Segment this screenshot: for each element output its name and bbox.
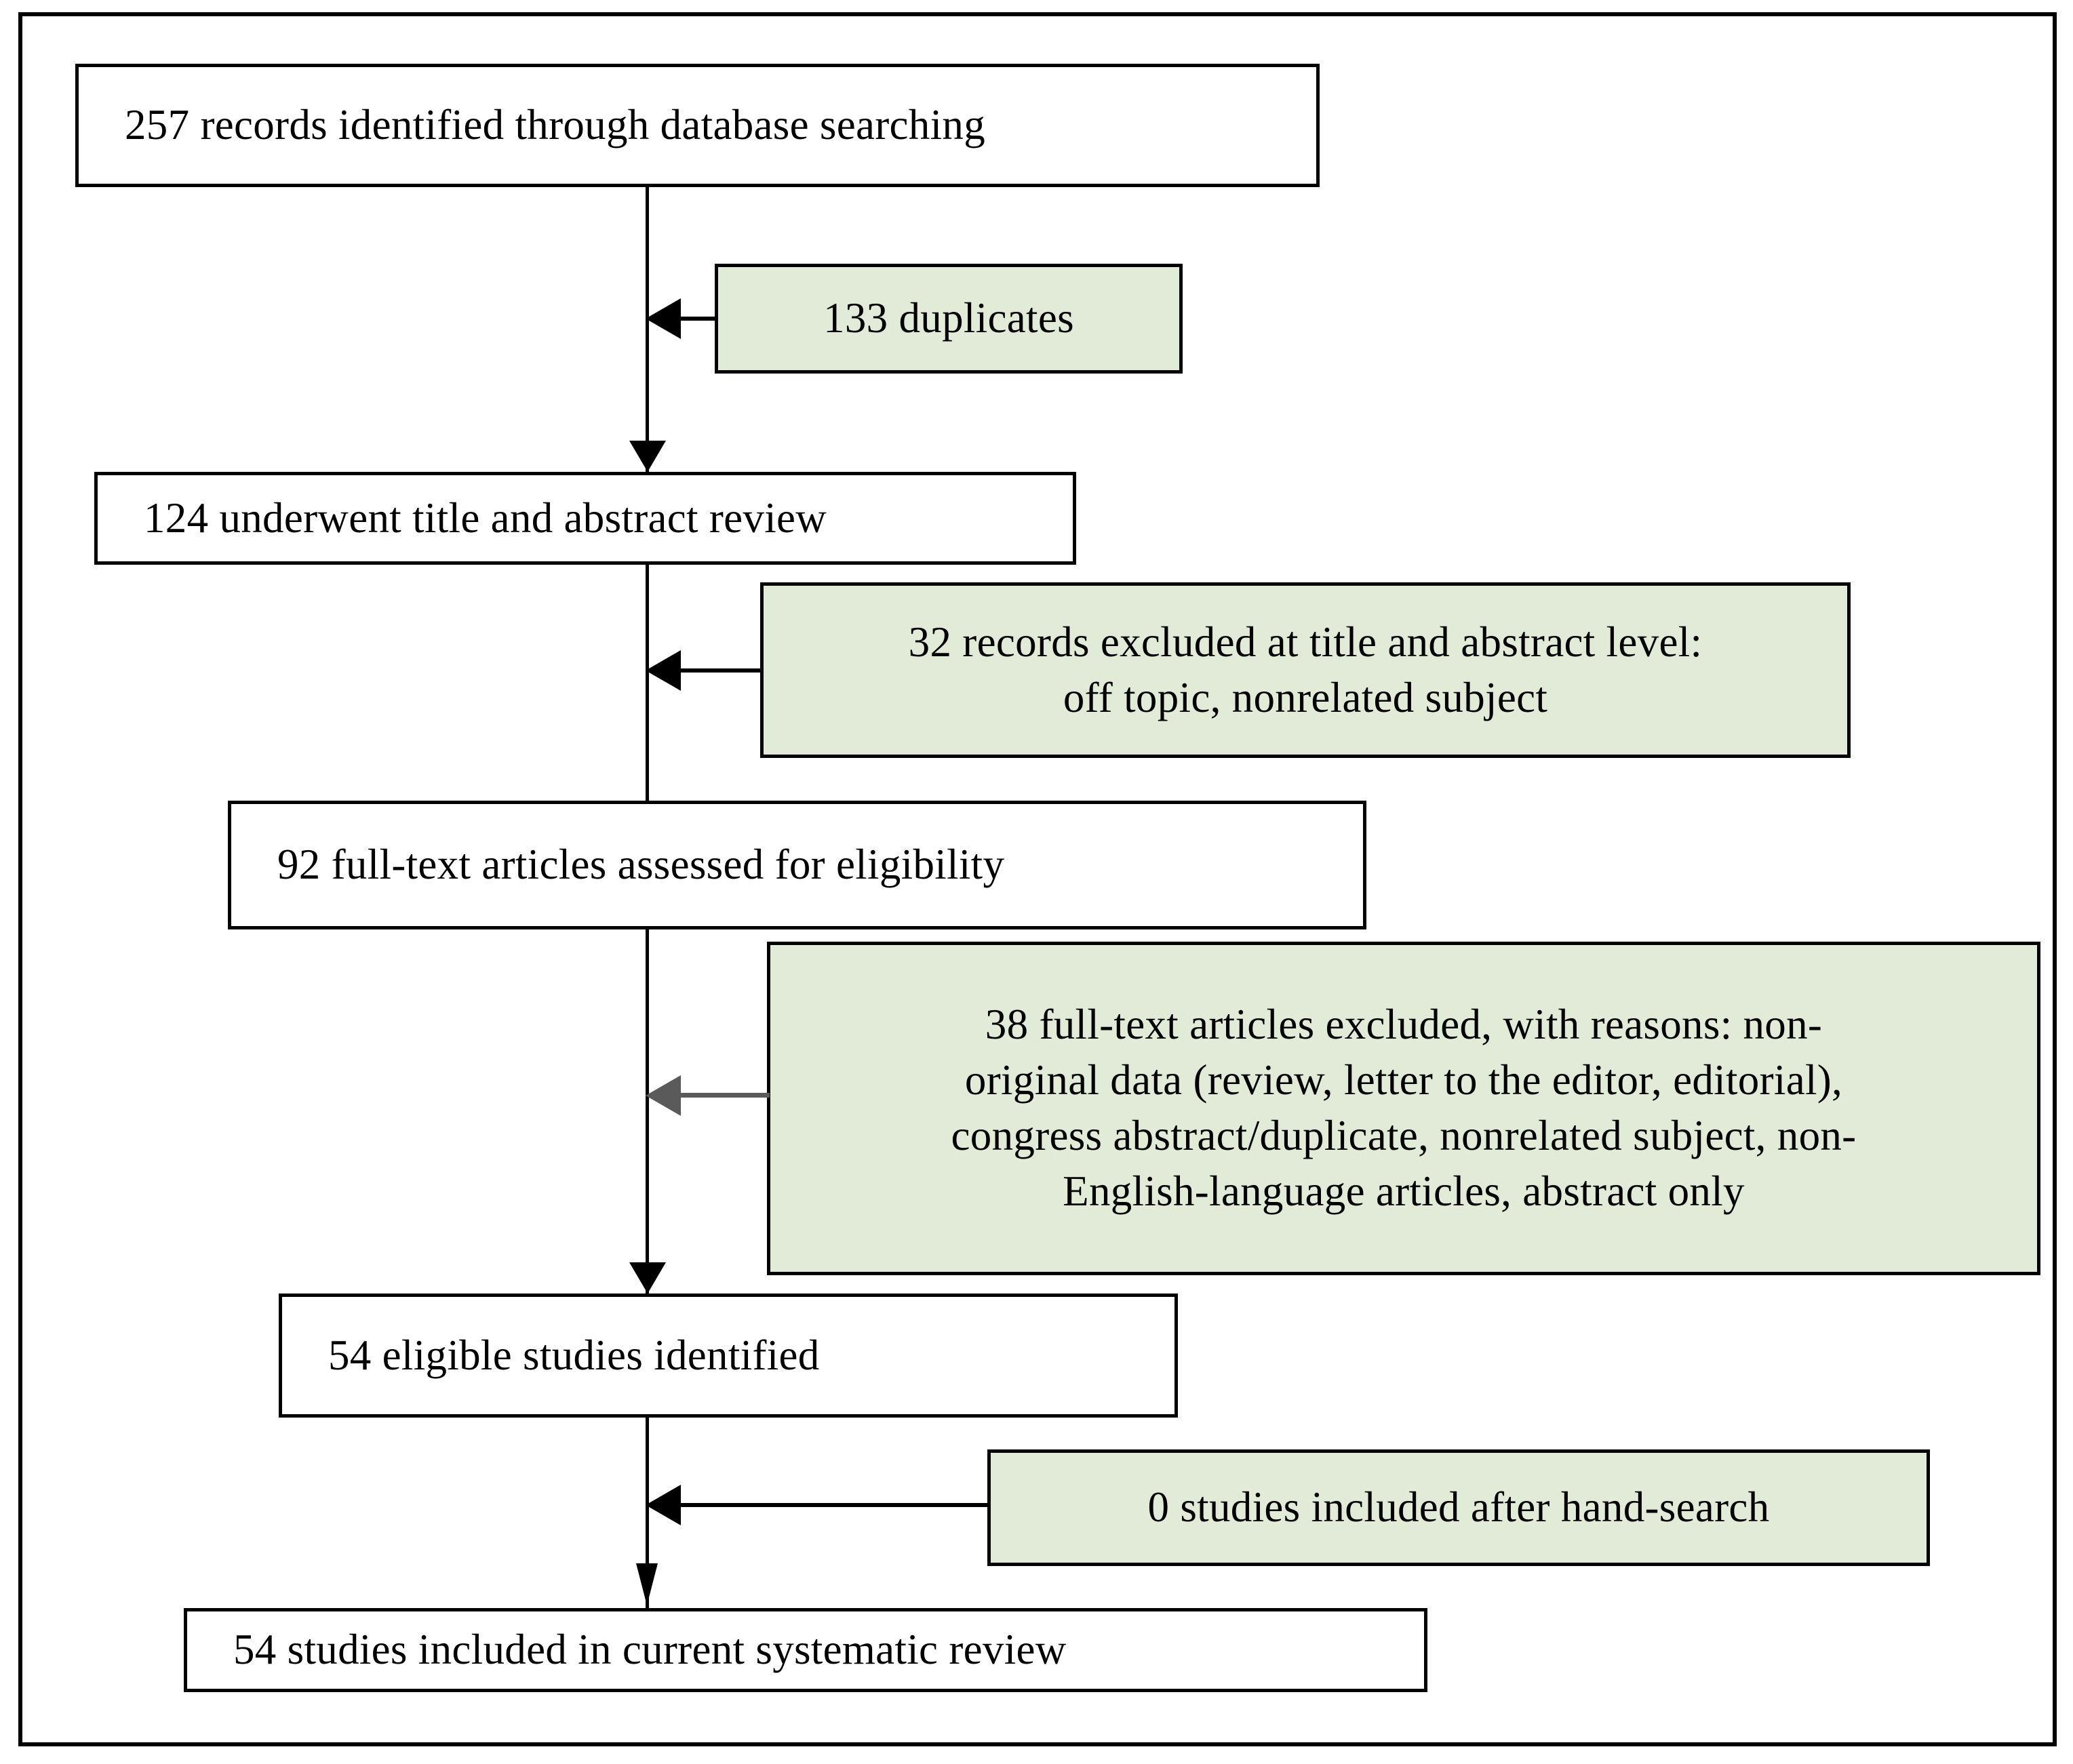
node-fulltext-assessed: 92 full-text articles assessed for eligi…	[228, 801, 1366, 929]
node-hand-search: 0 studies included after hand-search	[987, 1449, 1930, 1566]
connector-duplicates	[680, 317, 718, 321]
arrowhead-left-hand-search	[646, 1485, 681, 1525]
node-included-studies: 54 studies included in current systemati…	[184, 1608, 1427, 1692]
arrowhead-down-to-review	[629, 441, 666, 472]
arrowhead-left-duplicates	[646, 298, 681, 339]
arrowhead-down-to-included	[636, 1563, 658, 1605]
node-records-identified-label: 257 records identified through database …	[125, 101, 986, 149]
connector-excluded-fulltext	[680, 1093, 770, 1098]
connector-review-to-fulltext	[646, 565, 649, 839]
node-records-identified: 257 records identified through database …	[75, 64, 1320, 187]
arrowhead-left-excluded-fulltext	[646, 1075, 681, 1116]
node-duplicates: 133 duplicates	[715, 264, 1183, 374]
node-fulltext-assessed-label: 92 full-text articles assessed for eligi…	[277, 841, 1005, 889]
node-title-abstract-review: 124 underwent title and abstract review	[94, 472, 1076, 565]
node-eligible-studies-label: 54 eligible studies identified	[328, 1331, 820, 1379]
node-included-studies-label: 54 studies included in current systemati…	[233, 1626, 1067, 1674]
node-title-abstract-review-label: 124 underwent title and abstract review	[144, 494, 827, 542]
diagram-frame: 257 records identified through database …	[18, 12, 2057, 1746]
node-eligible-studies: 54 eligible studies identified	[279, 1294, 1178, 1418]
node-excluded-fulltext-label: 38 full-text articles excluded, with rea…	[951, 1001, 1857, 1215]
node-hand-search-label: 0 studies included after hand-search	[1147, 1483, 1770, 1531]
node-duplicates-label: 133 duplicates	[823, 294, 1074, 342]
node-excluded-title-abstract: 32 records excluded at title and abstrac…	[760, 582, 1851, 758]
connector-hand-search	[680, 1503, 991, 1507]
connector-fulltext-to-eligible	[646, 929, 649, 1329]
connector-excluded-title-abstract	[680, 668, 764, 673]
node-excluded-title-abstract-label: 32 records excluded at title and abstrac…	[908, 618, 1703, 721]
arrowhead-left-excluded-title-abstract	[646, 650, 681, 691]
node-excluded-fulltext: 38 full-text articles excluded, with rea…	[767, 942, 2040, 1275]
arrowhead-down-to-eligible	[629, 1262, 666, 1294]
